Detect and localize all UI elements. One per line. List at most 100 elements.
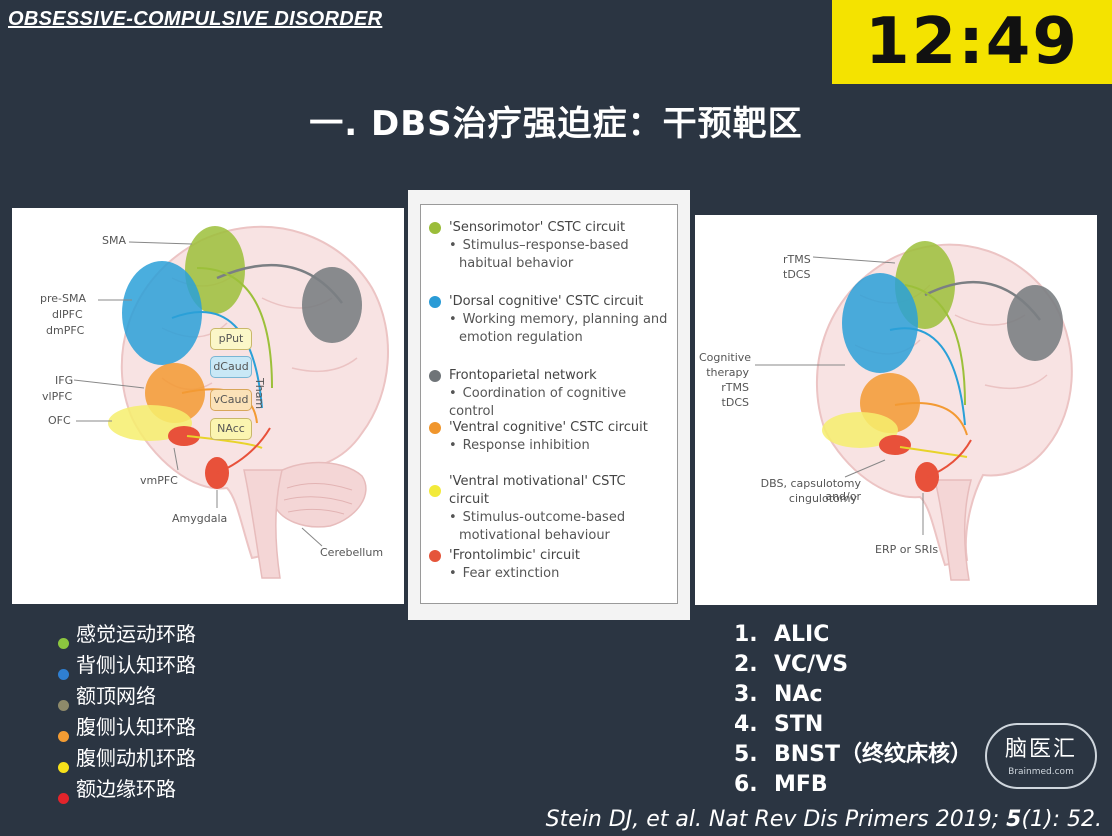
circuit-dot: [58, 762, 69, 773]
circuit-dot: [58, 731, 69, 742]
label-cognitive: Cognitive: [699, 351, 752, 364]
legend-item-sensorimotor: 'Sensorimotor' CSTC circuit • Stimulus–re…: [429, 219, 669, 273]
right-brain-figure: rTMS tDCS Cognitive therapy rTMS tDCS DB…: [695, 215, 1097, 605]
striatum-box-nacc: NAcc: [210, 418, 252, 440]
frontoparietal-region: [1007, 285, 1063, 361]
label-rtms-top: rTMS: [783, 253, 811, 266]
list-item: 1. ALIC: [734, 620, 972, 650]
left-brain-figure: SMA pre-SMA dlPFC dmPFC IFG vlPFC OFC vm…: [12, 208, 404, 604]
label-tham: Tham: [253, 378, 266, 410]
circuit-label: 腹侧认知环路: [76, 715, 196, 739]
target-label: BNST（终纹床核）: [774, 742, 973, 767]
bullet-icon: •: [449, 566, 457, 581]
vmpfc-region: [879, 435, 911, 455]
label-pput: pPut: [218, 332, 244, 345]
target-label: NAc: [774, 682, 823, 707]
legend-dot: [429, 550, 441, 562]
list-item: 背侧认知环路: [58, 651, 298, 682]
legend-sub-text: Coordination of cognitive control: [449, 386, 627, 419]
header-title: OBSESSIVE-COMPULSIVE DISORDER: [8, 8, 383, 30]
circuit-dot: [58, 638, 69, 649]
bullet-icon: •: [449, 386, 457, 401]
frontoparietal-region: [302, 267, 362, 343]
striatum-box-pput: pPut: [210, 328, 252, 350]
legend-title: Frontoparietal network: [449, 368, 597, 383]
brainstem-shape: [243, 469, 283, 579]
legend-dot: [429, 370, 441, 382]
circuit-dot: [58, 669, 69, 680]
citation-suffix: (1): 52.: [1021, 807, 1102, 832]
striatum-box-dcaud: dCaud: [210, 356, 252, 378]
dorsal-cognitive-region: [122, 261, 202, 365]
legend-box: 'Sensorimotor' CSTC circuit • Stimulus–re…: [420, 204, 678, 604]
logo-text: 脑医汇: [1004, 737, 1077, 762]
list-item: 腹侧认知环路: [58, 713, 298, 744]
list-item: 3. NAc: [734, 680, 972, 710]
circuit-label: 额边缘环路: [76, 777, 176, 801]
list-item: 4.STN: [734, 710, 972, 740]
dorsal-cognitive-region: [842, 273, 918, 373]
circuit-label: 感觉运动环路: [76, 622, 196, 646]
brainstem-shape: [934, 479, 972, 581]
label-cerebellum: Cerebellum: [320, 546, 384, 559]
label-tdcs-mid: tDCS: [721, 396, 749, 409]
legend-item-ventral-cognitive: 'Ventral cognitive' CSTC circuit •Respon…: [429, 419, 669, 455]
legend-sub-text: Stimulus–response-based: [462, 238, 629, 253]
legend-title: 'Sensorimotor' CSTC circuit: [449, 220, 626, 235]
bullet-icon: •: [449, 238, 457, 253]
vmpfc-region: [168, 426, 200, 446]
legend-item-ventral-motivational: 'Ventral motivational' CSTC circuit • Sti…: [429, 473, 669, 545]
legend-dot: [429, 296, 441, 308]
timer: 12:49: [832, 0, 1112, 84]
legend-title: 'Dorsal cognitive' CSTC circuit: [449, 294, 644, 309]
list-item: 5. BNST（终纹床核）: [734, 740, 972, 770]
list-item: 腹侧动机环路: [58, 744, 298, 775]
label-dcaud: dCaud: [213, 360, 249, 373]
left-brain-illustration: [73, 225, 389, 579]
target-label: MFB: [774, 772, 828, 797]
list-item: 额边缘环路: [58, 775, 298, 806]
citation: Stein DJ, et al. Nat Rev Dis Primers 201…: [546, 807, 1102, 832]
right-brain-illustration: [755, 241, 1073, 581]
brainmed-logo: 脑医汇 Brainmed.com: [985, 723, 1097, 789]
label-amygdala: Amygdala: [172, 512, 228, 525]
striatum-box-vcaud: vCaud: [210, 389, 252, 411]
legend-dot: [429, 422, 441, 434]
label-erp: ERP or SRIs: [875, 543, 939, 556]
label-vmpfc: vmPFC: [140, 474, 178, 487]
legend-dot: [429, 485, 441, 497]
legend-dot: [429, 222, 441, 234]
legend-sub-text: Working memory, planning and: [462, 312, 668, 327]
label-nacc: NAcc: [217, 422, 245, 435]
circuit-list-cn: 感觉运动环路 背侧认知环路 额顶网络 腹侧认知环路 腹侧动机环路 额边缘环路: [58, 620, 298, 806]
circuit-label: 额顶网络: [76, 684, 156, 708]
target-number: 5.: [734, 742, 758, 767]
target-label: STN: [774, 712, 824, 737]
list-item: 2.VC/VS: [734, 650, 972, 680]
legend-sub-text: emotion regulation: [459, 330, 583, 345]
label-dlpfc: dlPFC: [52, 308, 83, 321]
label-vlpfc: vlPFC: [42, 390, 73, 403]
legend-title: 'Ventral motivational' CSTC circuit: [449, 474, 626, 507]
label-therapy: therapy: [706, 366, 749, 379]
label-dbs: DBS, capsulotomy and/or: [760, 477, 861, 503]
legend-sub-text: Fear extinction: [462, 566, 560, 581]
circuit-label: 背侧认知环路: [76, 653, 196, 677]
ventral-motivational-region: [822, 412, 898, 448]
legend-title: 'Ventral cognitive' CSTC circuit: [449, 420, 648, 435]
target-number: 6.: [734, 772, 758, 797]
bullet-icon: •: [449, 312, 457, 327]
label-pre-sma: pre-SMA: [40, 292, 86, 305]
citation-volume: 5: [1006, 807, 1022, 832]
logo-subtext: Brainmed.com: [1008, 767, 1074, 777]
legend-panel: 'Sensorimotor' CSTC circuit • Stimulus–re…: [408, 190, 690, 620]
target-number: 3.: [734, 682, 758, 707]
legend-sub-text: Stimulus-outcome-based: [462, 510, 626, 525]
target-label: ALIC: [774, 622, 830, 647]
legend-sub-text: Response inhibition: [462, 438, 590, 453]
slide-title: 一. DBS治疗强迫症：干预靶区: [309, 104, 803, 144]
target-number: 1.: [734, 622, 758, 647]
dbs-target-list: 1.ALIC 2.VC/VS 3.NAc 4.STN 5.BNST（终纹床核） …: [734, 620, 972, 800]
bullet-icon: •: [449, 510, 457, 525]
circuit-dot: [58, 700, 69, 711]
